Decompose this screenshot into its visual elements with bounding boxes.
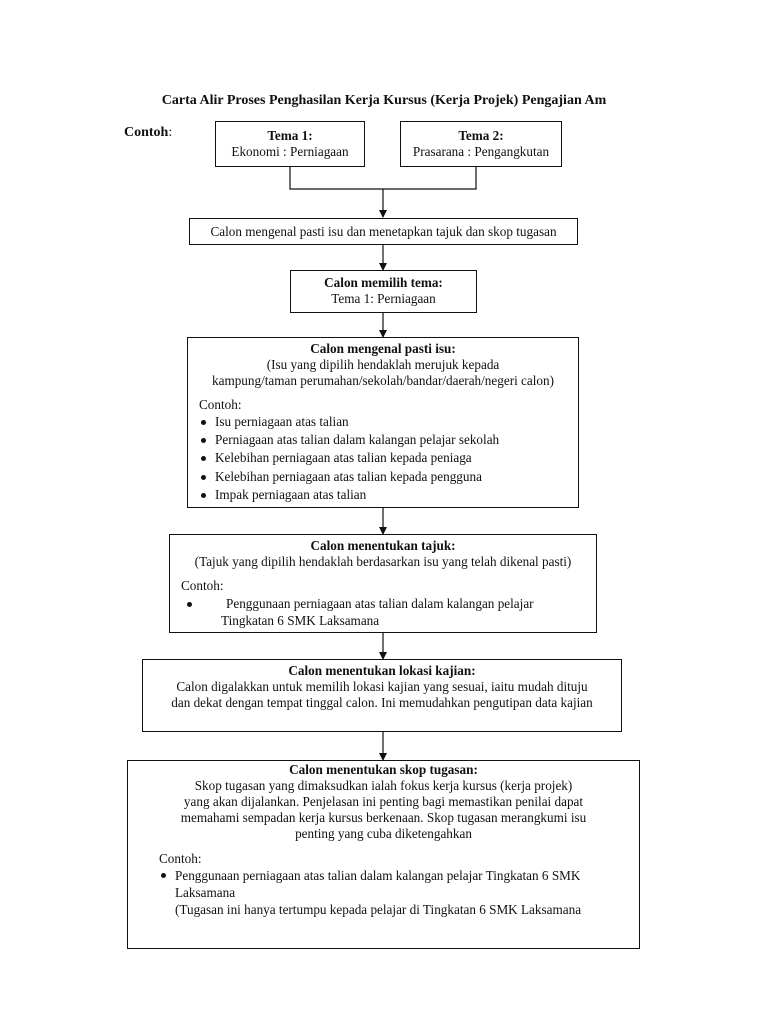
step-3-contoh: Contoh: — [199, 397, 242, 412]
contoh-label: Contoh: — [124, 125, 172, 141]
tema-2-box: Tema 2: Prasarana : Pengangkutan — [400, 121, 562, 167]
step-6-heading: Calon menentukan skop tugasan: — [289, 762, 478, 777]
tema-1-heading: Tema 1: — [267, 128, 313, 143]
step-6-item-line1: Penggunaan perniagaan atas talian dalam … — [175, 868, 581, 883]
step-6-contoh: Contoh: — [159, 851, 202, 866]
step-5-line2: dan dekat dengan tempat tinggal calon. I… — [171, 695, 593, 710]
step-6-line4: penting yang cuba diketengahkan — [295, 826, 472, 841]
step-5-line1: Calon digalakkan untuk memilih lokasi ka… — [176, 679, 588, 694]
bullet-icon — [201, 456, 206, 461]
step-determine-title-box: Calon menentukan tajuk: (Tajuk yang dipi… — [169, 534, 597, 633]
list-item-text: Perniagaan atas talian dalam kalangan pe… — [215, 432, 500, 447]
step-6-item-line3: (Tugasan ini hanya tertumpu kepada pelaj… — [175, 902, 582, 917]
step-3-line1: (Isu yang dipilih hendaklah merujuk kepa… — [266, 357, 500, 372]
bullet-icon — [201, 475, 206, 480]
tema-2-heading: Tema 2: — [458, 128, 504, 143]
step-6-line1: Skop tugasan yang dimaksudkan ialah foku… — [194, 778, 573, 793]
bullet-icon — [161, 873, 166, 878]
step-3-heading: Calon mengenal pasti isu: — [310, 341, 456, 356]
contoh-label-colon: : — [168, 125, 173, 140]
step-6-line2: yang akan dijalankan. Penjelasan ini pen… — [183, 794, 584, 809]
bullet-icon — [201, 420, 206, 425]
tema-2-text: Prasarana : Pengangkutan — [412, 144, 550, 159]
step-4-heading: Calon menentukan tajuk: — [310, 538, 456, 553]
step-2-text: Tema 1: Perniagaan — [331, 291, 436, 306]
step-4-item-line2: Tingkatan 6 SMK Laksamana — [221, 613, 380, 628]
tema-1-text: Ekonomi : Perniagaan — [231, 144, 349, 159]
step-2-heading: Calon memilih tema: — [324, 275, 443, 290]
step-4-line1: (Tajuk yang dipilih hendaklah berdasarka… — [194, 554, 572, 569]
step-6-item-line2: Laksamana — [175, 885, 236, 900]
list-item-text: Kelebihan perniagaan atas talian kepada … — [215, 469, 482, 484]
bullet-icon — [187, 602, 192, 607]
step-identify-issue-title-scope-box: Calon mengenal pasti isu dan menetapkan … — [189, 218, 578, 245]
list-item-text: Impak perniagaan atas talian — [215, 487, 367, 502]
step-3-line2: kampung/taman perumahan/sekolah/bandar/d… — [212, 373, 554, 388]
bullet-icon — [201, 493, 206, 498]
step-choose-theme-box: Calon memilih tema: Tema 1: Perniagaan — [290, 270, 477, 313]
step-5-heading: Calon menentukan lokasi kajian: — [288, 663, 476, 678]
step-determine-scope-box: Calon menentukan skop tugasan: Skop tuga… — [127, 760, 640, 949]
step-identify-issue-box: Calon mengenal pasti isu: (Isu yang dipi… — [187, 337, 579, 508]
tema-1-box: Tema 1: Ekonomi : Perniagaan — [215, 121, 365, 167]
merge-connector — [289, 166, 477, 190]
step-1-text: Calon mengenal pasti isu dan menetapkan … — [210, 224, 557, 239]
list-item-text: Isu perniagaan atas talian — [215, 414, 349, 429]
contoh-label-text: Contoh — [124, 125, 169, 140]
step-4-item-line1: Penggunaan perniagaan atas talian dalam … — [226, 596, 534, 611]
page-title: Carta Alir Proses Penghasilan Kerja Kurs… — [161, 93, 607, 108]
list-item-text: Kelebihan perniagaan atas talian kepada … — [215, 450, 472, 465]
step-4-contoh: Contoh: — [181, 578, 224, 593]
step-6-line3: memahami sempadan kerja kursus berkenaan… — [180, 810, 587, 825]
bullet-icon — [201, 438, 206, 443]
step-determine-location-box: Calon menentukan lokasi kajian: Calon di… — [142, 659, 622, 732]
